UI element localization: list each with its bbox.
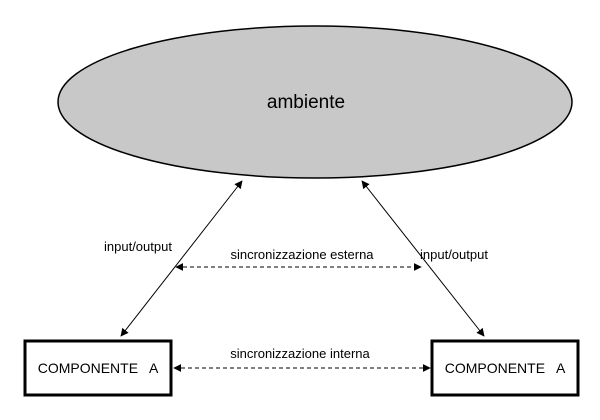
external-sync-label: sincronizzazione esterna — [230, 247, 374, 262]
component-label-left: COMPONENTE A — [38, 360, 159, 376]
left-io-label: input/output — [104, 239, 172, 254]
component-label-right: COMPONENTE A — [445, 360, 566, 376]
right-io-arrow — [361, 180, 485, 337]
environment-label: ambiente — [267, 92, 345, 113]
left-io-arrow — [120, 180, 243, 337]
environment-ellipse — [57, 25, 573, 179]
component-box-right — [430, 339, 580, 397]
component-box-left — [23, 339, 173, 397]
right-io-label: input/output — [420, 247, 488, 262]
internal-sync-label: sincronizzazione interna — [230, 346, 370, 361]
